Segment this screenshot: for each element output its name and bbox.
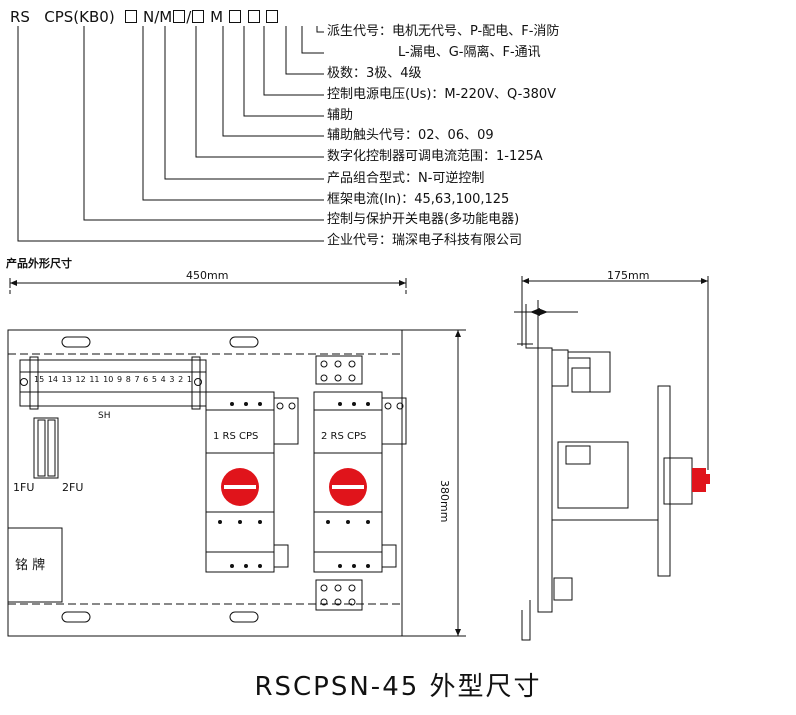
terminal-number: 10 — [103, 375, 114, 384]
terminal-number: 1 — [186, 375, 192, 384]
code-combination: N/M — [143, 8, 173, 26]
fuse-label-1: 1FU — [13, 481, 35, 494]
legend-product: 控制与保护开关电器(多功能电器) — [327, 212, 520, 227]
width-dimension: 450mm — [186, 269, 229, 282]
terminal-number: 8 — [125, 375, 131, 384]
terminal-number: 2 — [178, 375, 184, 384]
terminal-number: 3 — [169, 375, 175, 384]
code-slash: / — [186, 8, 192, 26]
code-voltage: M — [210, 8, 224, 26]
section-title: 产品外形尺寸 — [6, 257, 72, 270]
terminal-number: 6 — [143, 375, 149, 384]
legend-enterprise: 企业代号：瑞深电子科技有限公司 — [327, 233, 523, 248]
legend-poles: 极数：3极、4级 — [327, 66, 422, 81]
terminal-number: 14 — [47, 375, 59, 384]
code-box-current — [125, 10, 138, 23]
terminal-label: SH — [98, 411, 111, 421]
fuse-label-2: 2FU — [62, 481, 84, 494]
terminal-number: 13 — [61, 375, 72, 384]
terminal-number: 11 — [89, 375, 100, 384]
legend-aux-contacts: 辅助触头代号：02、06、09 — [327, 128, 494, 143]
code-enterprise: RS — [10, 8, 30, 26]
legend-current-range: 数字化控制器可调电流范围：1-125A — [327, 149, 543, 164]
legend-combination: 产品组合型式：N-可逆控制 — [327, 171, 485, 186]
code-box-poles — [228, 10, 241, 23]
terminal-number: 5 — [151, 375, 157, 384]
caption: RSCPSN-45 外型尺寸 — [254, 672, 542, 702]
side-knob — [692, 468, 706, 492]
terminal-number: 12 — [75, 375, 86, 384]
unit1-label: 1 RS CPS — [213, 431, 259, 442]
terminal-number: 15 — [34, 375, 45, 384]
side-width-dimension: 175mm — [607, 269, 650, 282]
terminal-number: 9 — [116, 375, 123, 384]
legend-aux: 辅助 — [327, 108, 354, 123]
code-box-range — [173, 10, 186, 23]
code-box-derive1 — [247, 10, 260, 23]
terminal-number: 7 — [134, 375, 140, 384]
model-code: RS CPS(KB0) N/M / M — [10, 8, 279, 26]
code-product: CPS(KB0) — [44, 8, 115, 26]
code-box-aux — [192, 10, 205, 23]
height-dimension: 380mm — [438, 480, 451, 523]
code-box-derive2 — [266, 10, 279, 23]
legend-derived-2: L-漏电、G-隔离、F-通讯 — [398, 45, 541, 60]
unit2-label: 2 RS CPS — [321, 431, 367, 442]
terminal-number: 4 — [160, 375, 166, 384]
legend-frame-current: 框架电流(In)：45,63,100,125 — [327, 192, 510, 207]
legend-voltage: 控制电源电压(Us)：M-220V、Q-380V — [327, 87, 557, 102]
legend-derived: 派生代号：电机无代号、P-配电、F-消防 — [327, 24, 560, 39]
nameplate: 铭 牌 — [15, 558, 46, 573]
